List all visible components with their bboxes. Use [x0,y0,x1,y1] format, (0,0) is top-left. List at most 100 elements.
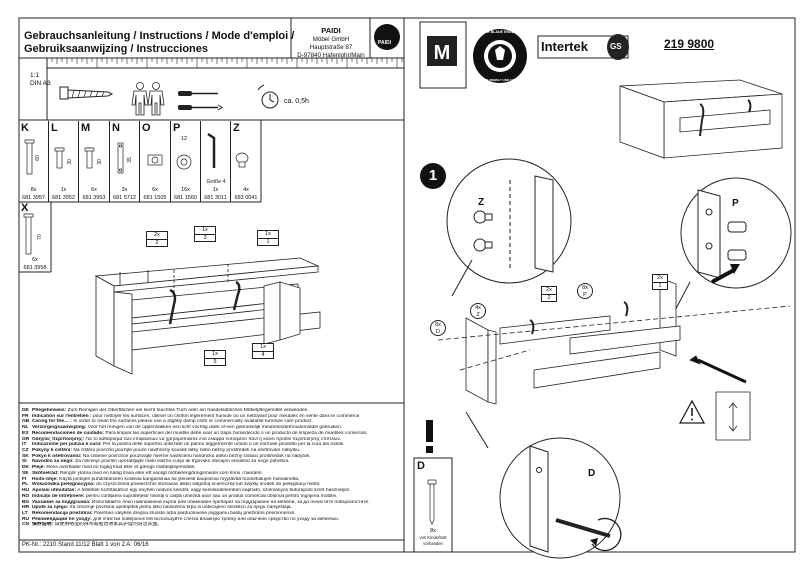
label-qty: 1x [258,231,278,239]
label-part: 5 [213,358,217,365]
detail-label-d: D [588,468,596,479]
care-text: для очистки поверхностей используйте сле… [93,516,340,522]
bed-frame-exploded-drawing [94,257,321,375]
address-line-1: Möbel GmbH [312,36,350,43]
part-cell: Z 4x 683 0041 [231,121,261,202]
care-text: Para limpiar las superficies del mueble … [105,430,368,436]
care-title: Indication sur l'entretien : [32,413,92,419]
company-name: PAIDI [321,26,341,35]
screw-icon [59,86,114,100]
intertek-gs-icon [537,34,629,60]
bolt-n-drawing [117,142,124,174]
part-dimension: 30 [96,159,103,165]
paper-format: DIN A3 [30,80,51,87]
part-cell-x: X 70 6x 681 3958 [19,202,51,272]
detail-circle-z [446,158,572,297]
part-quantity: 4x [243,187,249,193]
page-border [18,17,796,553]
care-language-code: DK [22,465,30,471]
intertek-label: Intertek [541,39,588,54]
part-code: 681 1560 [174,195,197,201]
part-code: 681 3011 [204,195,227,201]
care-language-code: BG [22,499,30,505]
label-part-1: 1x 1 [257,230,279,246]
address-line-3: D-97840 Hafenlohr/Main [297,52,365,59]
care-title: 保养说明: [32,522,54,528]
label-qty: 1x [253,344,273,352]
care-title: Pleje: [32,465,46,471]
label-part: P [583,291,587,298]
care-text: Για το καθάρισμα των επιφανειών να χρησι… [85,436,342,442]
part-cell: M 30 6x 681 3953 [79,121,110,202]
care-language-code: IT [22,442,27,448]
cap-p-drawing [176,154,192,170]
parts-table: K 60 8x 681 3957 L 30 1x 681 3952 M 30 6… [19,121,261,202]
care-text: pour nettoyer les surfaces, utiliser un … [92,413,360,419]
part-quantity: 6x [152,187,158,193]
m-certificate-icon: M [419,21,467,89]
dowel-x-drawing [23,213,34,255]
label-qty: 1x [195,227,215,235]
blue-angel-bottom-text: SCHÜTZT UMWELT UND GESUNDHEIT [474,78,530,82]
part-letter: X [21,202,29,214]
care-language-code: CZ [22,448,29,454]
title-line-2: Gebruiksaanwijzing / Instrucciones [24,43,208,55]
part-cell: Größe 4 1x 681 3011 [201,121,231,202]
part-letter: L [51,122,58,134]
dowel-l-drawing [54,147,65,169]
label-qty: 2x [542,287,556,295]
care-title: Pokyny k čištění: [32,448,72,454]
part-quantity: 8x [30,187,37,193]
screwdriver-icon [178,91,223,111]
care-language-code: HU [22,488,30,494]
care-text: Използвайте леко навлажнена кърпа или об… [91,499,370,505]
care-text: A felületek tisztításához egy enyhén ned… [77,488,351,494]
label-qty: 2x [653,275,667,283]
part-quantity: 6x [32,257,38,263]
care-language-code: FR [22,413,29,419]
side-panel-detail-drawing [715,391,751,441]
address-line-2: Hauptstraße 87 [309,44,353,51]
step-number: 1 [420,163,446,189]
care-language-code: HR [22,505,30,511]
part-d-letter: D [417,460,425,472]
care-title: Указание за поддръжка: [32,499,91,505]
care-text: Käytä pintojen puhdistukseen kosteaa kan… [59,476,300,482]
assembly-time: ca. 0,5h [284,98,309,105]
care-text: Na čistenie povrchov používajte mierne n… [82,453,311,459]
care-title: Upute za njegu: [32,505,69,511]
label-part-z: 4x Z [470,303,486,319]
ruler [46,58,404,120]
title-line-1: Gebrauchsanleitung / Instructions / Mode… [24,30,295,42]
care-title: Recomendaciones de cuidado: [32,430,105,436]
company-address: PAIDI Möbel GmbH Hauptstraße 87 D-97840 … [294,27,368,60]
care-title: Οδηγίες περιποίησης: [32,436,84,442]
part-d-info: D 8x von Kinderbett vorhanden [414,458,452,552]
care-title: Hoito-ohje: [32,476,58,482]
label-qty: 1x [205,351,225,359]
care-language-code: DE [22,408,29,413]
label-part-p: 8x P [577,283,593,299]
care-title: Navodilo za nego: [32,459,74,465]
blue-angel-top-text: DER BLAUE ENGEL [482,30,517,34]
care-text: 请使用略湿的抹布或者普通家具护理剂清洁表面。 [54,522,163,528]
part-dimension: 30 [66,159,73,165]
care-text: Za čišćenje površina upotrijebiti jednu … [69,505,292,511]
care-language-code: PL [22,482,29,488]
part-code: 681 3952 [52,195,75,201]
screw-d-drawing [427,479,437,525]
paidi-logo-text: PAIDI [378,40,391,46]
care-text: Paviršius valykite drėgna šluoste arba p… [93,510,296,516]
